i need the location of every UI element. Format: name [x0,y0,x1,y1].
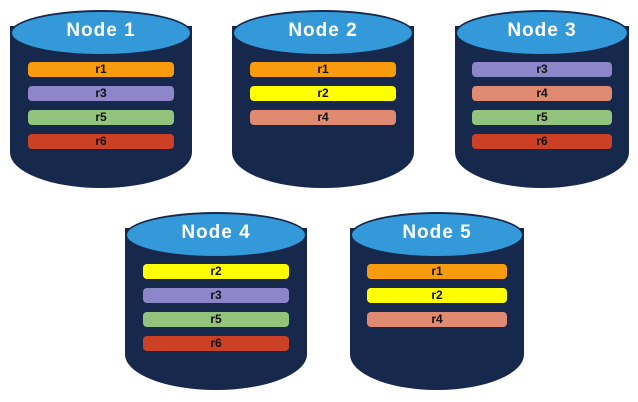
node-4[interactable]: Node 4 r2 r3 r5 r6 [125,212,307,390]
node-4-records: r2 r3 r5 r6 [125,264,307,360]
cylinder-shape [10,10,192,188]
cylinder-shape [125,212,307,390]
record-bar[interactable]: r1 [28,62,174,77]
record-bar[interactable]: r4 [367,312,507,327]
node-5[interactable]: Node 5 r1 r2 r4 [350,212,524,390]
node-3-records: r3 r4 r5 r6 [455,62,629,158]
cylinder-top [10,10,192,56]
record-bar[interactable]: r4 [250,110,396,125]
node-2[interactable]: Node 2 r1 r2 r4 [232,10,414,188]
record-bar[interactable]: r5 [143,312,289,327]
record-bar[interactable]: r2 [143,264,289,279]
record-bar[interactable]: r2 [250,86,396,101]
node-3[interactable]: Node 3 r3 r4 r5 r6 [455,10,629,188]
record-bar[interactable]: r3 [472,62,612,77]
record-bar[interactable]: r6 [28,134,174,149]
cylinder-top [232,10,414,56]
record-bar[interactable]: r2 [367,288,507,303]
node-3-title: Node 3 [507,20,577,41]
record-bar[interactable]: r1 [250,62,396,77]
cylinder-shape [232,10,414,188]
cylinder-top [125,212,307,258]
node-2-records: r1 r2 r4 [232,62,414,134]
node-5-records: r1 r2 r4 [350,264,524,336]
record-bar[interactable]: r3 [28,86,174,101]
record-bar[interactable]: r3 [143,288,289,303]
node-2-title: Node 2 [288,20,358,41]
node-1-title: Node 1 [66,20,136,41]
node-5-title: Node 5 [402,222,472,243]
cylinder-top [455,10,629,56]
cylinder-body [455,26,629,188]
node-1[interactable]: Node 1 r1 r3 r5 r6 [10,10,192,188]
cylinder-shape [350,212,524,390]
record-bar[interactable]: r1 [367,264,507,279]
record-bar[interactable]: r5 [28,110,174,125]
cylinder-shape [455,10,629,188]
node-1-records: r1 r3 r5 r6 [10,62,192,158]
node-4-title: Node 4 [181,222,251,243]
record-bar[interactable]: r4 [472,86,612,101]
record-bar[interactable]: r6 [143,336,289,351]
record-bar[interactable]: r6 [472,134,612,149]
record-bar[interactable]: r5 [472,110,612,125]
cylinder-top [350,212,524,258]
